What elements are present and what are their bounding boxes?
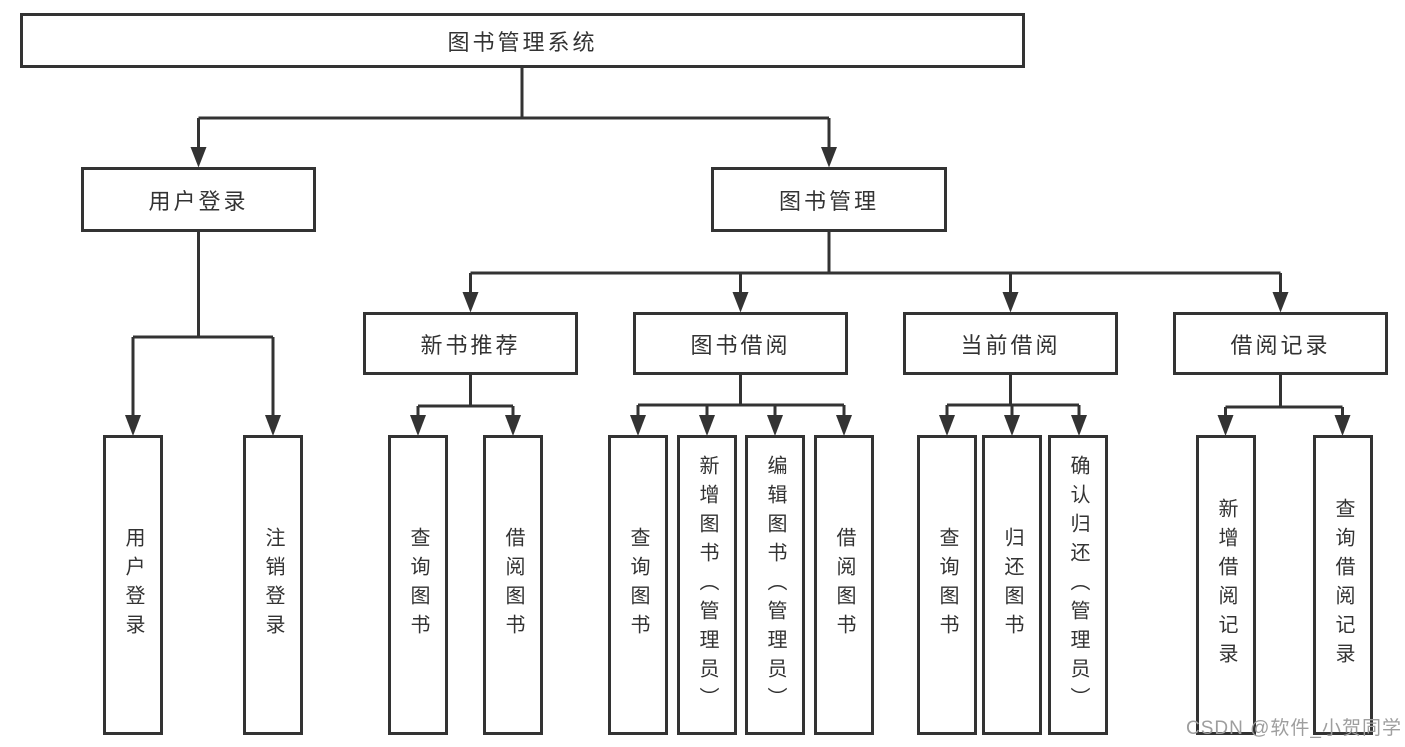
- leaf-user-login-label: 用户登录: [122, 527, 144, 643]
- node-root-system: 图书管理系统: [20, 13, 1025, 68]
- leaf-borrow-book-recommend-label: 借阅图书: [502, 527, 524, 643]
- node-new-book-recommend-label: 新书推荐: [420, 332, 521, 358]
- node-book-borrowing: 图书借阅: [633, 312, 848, 375]
- leaf-return-book: 归还图书: [982, 435, 1042, 735]
- node-book-management: 图书管理: [711, 167, 947, 232]
- node-root-system-label: 图书管理系统: [447, 29, 598, 55]
- leaf-query-book-recommend-label: 查询图书: [407, 527, 429, 643]
- leaf-logout-login: 注销登录: [243, 435, 303, 735]
- leaf-confirm-return-admin-label: 确认归还（管理员）: [1067, 454, 1089, 716]
- node-borrowing-records: 借阅记录: [1173, 312, 1388, 375]
- watermark: CSDN @软件_小贺同学: [1186, 718, 1402, 739]
- leaf-add-book-admin-label: 新增图书（管理员）: [696, 454, 718, 716]
- leaf-query-book-borrow: 查询图书: [608, 435, 668, 735]
- leaf-query-borrow-record: 查询借阅记录: [1313, 435, 1373, 735]
- leaf-edit-book-admin-label: 编辑图书（管理员）: [764, 454, 786, 716]
- leaf-add-book-admin: 新增图书（管理员）: [677, 435, 737, 735]
- leaf-borrow-book-label: 借阅图书: [833, 527, 855, 643]
- leaf-query-book-current: 查询图书: [917, 435, 977, 735]
- leaf-query-borrow-record-label: 查询借阅记录: [1332, 498, 1354, 672]
- leaf-borrow-book: 借阅图书: [814, 435, 874, 735]
- node-book-management-label: 图书管理: [778, 188, 879, 214]
- leaf-add-borrow-record: 新增借阅记录: [1196, 435, 1256, 735]
- leaf-borrow-book-recommend: 借阅图书: [483, 435, 543, 735]
- node-new-book-recommend: 新书推荐: [363, 312, 578, 375]
- arrowheads: [125, 147, 1351, 436]
- leaf-edit-book-admin: 编辑图书（管理员）: [745, 435, 805, 735]
- node-user-login-label: 用户登录: [148, 188, 249, 214]
- leaf-return-book-label: 归还图书: [1001, 527, 1023, 643]
- leaf-query-book-current-label: 查询图书: [936, 527, 958, 643]
- leaf-confirm-return-admin: 确认归还（管理员）: [1048, 435, 1108, 735]
- leaf-query-book-borrow-label: 查询图书: [627, 527, 649, 643]
- leaf-user-login: 用户登录: [103, 435, 163, 735]
- leaf-logout-login-label: 注销登录: [262, 527, 284, 643]
- node-borrowing-records-label: 借阅记录: [1230, 332, 1331, 358]
- node-current-borrowing: 当前借阅: [903, 312, 1118, 375]
- node-user-login: 用户登录: [81, 167, 316, 232]
- leaf-add-borrow-record-label: 新增借阅记录: [1215, 498, 1237, 672]
- node-current-borrowing-label: 当前借阅: [960, 332, 1061, 358]
- node-book-borrowing-label: 图书借阅: [690, 332, 791, 358]
- leaf-query-book-recommend: 查询图书: [388, 435, 448, 735]
